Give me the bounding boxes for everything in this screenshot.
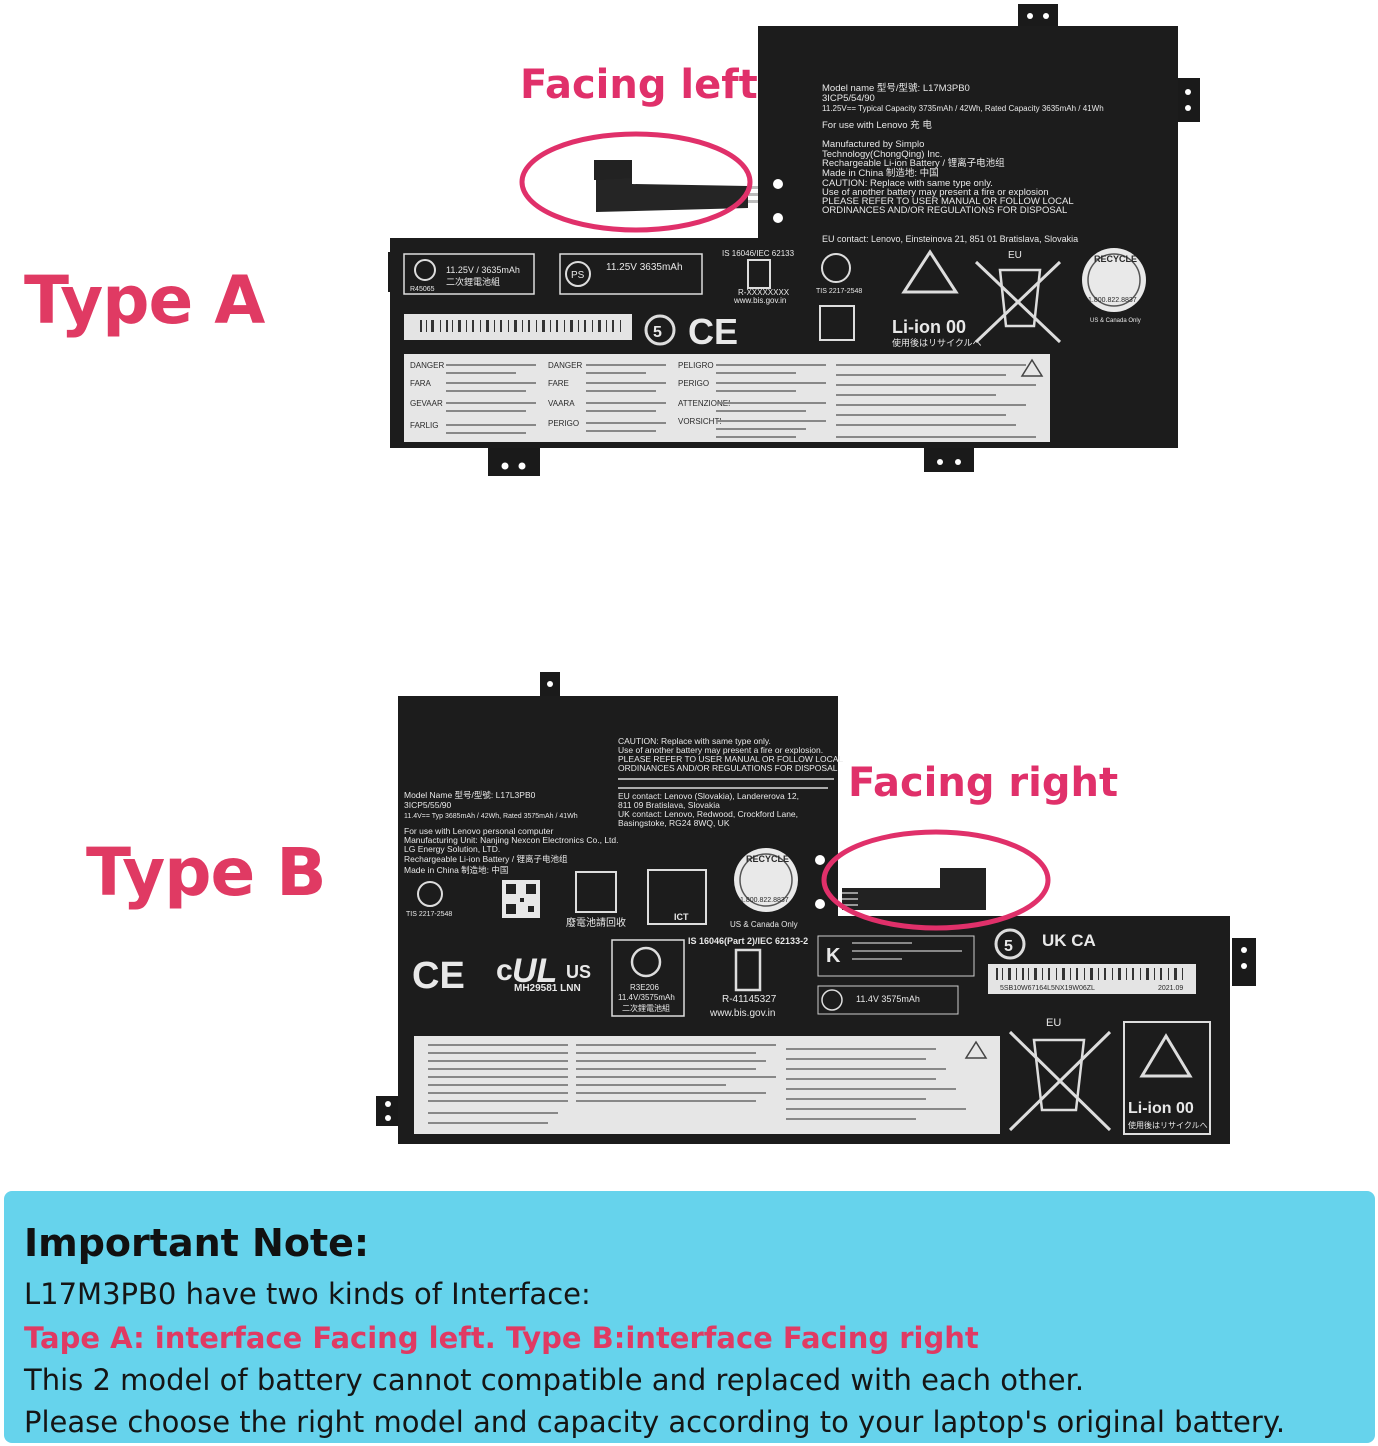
battery-a-recycle-jp: 使用後はリサイクルへ: [892, 337, 982, 348]
battery-b-r: R-41145327: [722, 994, 777, 1005]
battery-b-eu2: 811 09 Bratislava, Slovakia: [618, 800, 720, 810]
battery-a-danger-fr: DANGER: [548, 361, 582, 370]
note-line-2: Tape A: interface Facing left. Type B:in…: [24, 1321, 979, 1355]
facing-left-label: Facing left: [520, 62, 758, 108]
battery-b-eu: EU contact: Lenovo (Slovakia), Landerero…: [618, 791, 799, 801]
battery-b-recycle-seal: RECYCLE: [746, 854, 789, 864]
battery-b-is: IS 16046(Part 2)/IEC 62133-2: [688, 936, 808, 946]
battery-a-r: R-XXXXXXXX: [738, 288, 790, 297]
svg-text:US: US: [566, 962, 591, 982]
battery-a-danger: DANGER: [410, 361, 444, 370]
battery-b-ict: ICT: [674, 912, 689, 922]
battery-b-caution2: Use of another battery may present a fir…: [618, 745, 823, 755]
battery-a-badge1c: R45065: [410, 286, 435, 293]
battery-a-spec: 11.25V== Typical Capacity 3735mAh / 42Wh…: [822, 104, 1104, 113]
battery-b-caution: CAUTION: Replace with same type only.: [618, 736, 771, 746]
battery-b-ul: MH29581 LNN: [514, 983, 581, 994]
battery-a-vorsicht: VORSICHT!: [678, 417, 722, 426]
battery-b-li-ion: Li-ion 00: [1128, 1100, 1194, 1117]
battery-b-eu-mark: EU: [1046, 1017, 1061, 1029]
battery-a-maker: Manufactured by Simplo: [822, 139, 924, 150]
battery-b-made: Made in China 制造地: 中国: [404, 865, 508, 875]
note-line-3: This 2 model of battery cannot compatibl…: [24, 1363, 1085, 1397]
battery-a-made: Made in China 制造地: 中国: [822, 167, 939, 179]
battery-b-recycle-jp: 使用後はリサイクルへ: [1128, 1120, 1208, 1130]
battery-b-barcode-text: 5SB10W67164L5NX19W06ZL: [1000, 985, 1095, 992]
battery-a-perigo: PERIGO: [678, 379, 709, 388]
battery-b-caution3: PLEASE REFER TO USER MANUAL OR FOLLOW LO…: [618, 754, 843, 764]
battery-b-r3e3: 二次鋰電池組: [622, 1003, 670, 1013]
battery-a-recycle-seal: RECYCLE: [1094, 254, 1137, 264]
battery-a-cell: 3ICP5/54/90: [822, 93, 875, 104]
svg-text:PS: PS: [571, 270, 585, 281]
battery-a-bis: www.bis.gov.in: [733, 296, 786, 305]
battery-b-uk: UK contact: Lenovo, Redwood, Crockford L…: [618, 809, 798, 819]
battery-a-recycle-num: 1.800.822.8837: [1088, 297, 1137, 304]
battery-a-use: For use with Lenovo 充 电: [822, 119, 932, 131]
svg-text:CE: CE: [688, 311, 738, 352]
svg-text:K: K: [826, 945, 841, 967]
battery-a-peligro: PELIGRO: [678, 361, 714, 370]
battery-a-attenzione: ATTENZIONE!: [678, 399, 730, 408]
facing-right-label: Facing right: [848, 760, 1119, 806]
battery-b-rech: Rechargeable Li-ion Battery / 锂离子电池组: [404, 854, 568, 864]
battery-b-us-canada: US & Canada Only: [730, 920, 798, 929]
note-title: Important Note:: [24, 1221, 370, 1265]
battery-b-bis: www.bis.gov.in: [709, 1008, 775, 1019]
battery-b-cell: 3ICP5/55/90: [404, 800, 452, 810]
battery-b-recycle-num: 1.800.822.8837: [740, 897, 789, 904]
battery-a-eu-mark: EU: [1008, 250, 1022, 261]
battery-a-caution2: Use of another battery may present a fir…: [822, 187, 1049, 198]
svg-text:5: 5: [1004, 938, 1013, 955]
battery-a-fara: FARA: [410, 379, 432, 388]
svg-text:c: c: [496, 954, 513, 987]
battery-b-uk2: Basingstoke, RG24 8WQ, UK: [618, 818, 730, 828]
battery-a-tis: TIS 2217-2548: [816, 288, 862, 295]
battery-b-maker: Manufacturing Unit: Nanjing Nexcon Elect…: [404, 835, 619, 845]
note-line-4: Please choose the right model and capaci…: [24, 1405, 1286, 1439]
battery-a-is: IS 16046/IEC 62133: [722, 249, 795, 258]
battery-a-rech: Rechargeable Li-ion Battery / 锂离子电池组: [822, 157, 1005, 169]
battery-b-ps: 11.4V 3575mAh: [856, 994, 920, 1004]
battery-b-spec: 11.4V== Typ 3685mAh / 42Wh, Rated 3575mA…: [404, 813, 578, 820]
battery-a-li-ion: Li-ion 00: [892, 317, 966, 337]
svg-text:CE: CE: [412, 955, 465, 997]
battery-b-ukca: UK CA: [1042, 931, 1096, 950]
important-note-box: Important Note: L17M3PB0 have two kinds …: [4, 1191, 1375, 1443]
type-a-label: Type A: [24, 262, 265, 339]
battery-b-r3e2: 11.4V/3575mAh: [618, 993, 675, 1002]
battery-a-farlig: FARLIG: [410, 421, 438, 430]
battery-a-perigo-pt: PERIGO: [548, 419, 579, 428]
battery-b-model: Model Name 型号/型號: L17L3PB0: [404, 790, 536, 800]
battery-b-tis: TIS 2217-2548: [406, 911, 452, 918]
battery-b-r3e: R3E206: [630, 983, 659, 992]
battery-b-maker2: LG Energy Solution, LTD.: [404, 844, 500, 854]
battery-a-badge1b: 二次鋰電池組: [446, 276, 500, 287]
svg-text:5: 5: [653, 324, 662, 341]
battery-a-us-canada: US & Canada Only: [1090, 318, 1141, 324]
battery-a-model: Model name 型号/型號: L17M3PB0: [822, 82, 970, 94]
battery-b-recycle-cn: 廢電池請回收: [566, 916, 626, 929]
battery-b-caution4: ORDINANCES AND/OR REGULATIONS FOR DISPOS…: [618, 763, 838, 773]
battery-a-badge2: 11.25V 3635mAh: [606, 262, 683, 273]
battery-a-caution: CAUTION: Replace with same type only.: [822, 178, 993, 189]
battery-b-barcode-date: 2021.09: [1158, 985, 1183, 992]
type-b-label: Type B: [86, 834, 327, 911]
battery-a-vaara: VAARA: [548, 399, 575, 408]
battery-a-fare: FARE: [548, 379, 569, 388]
battery-a-badge1: 11.25V / 3635mAh: [446, 265, 520, 275]
battery-a-tech: Technology(ChongQing) Inc.: [822, 149, 942, 160]
battery-a-caution4: ORDINANCES AND/OR REGULATIONS FOR DISPOS…: [822, 205, 1067, 216]
battery-a-gevaar: GEVAAR: [410, 399, 443, 408]
battery-b-use: For use with Lenovo personal computer: [404, 826, 553, 836]
battery-a-eu: EU contact: Lenovo, Einsteinova 21, 851 …: [822, 234, 1078, 244]
note-line-1: L17M3PB0 have two kinds of Interface:: [24, 1277, 591, 1311]
battery-a-caution3: PLEASE REFER TO USER MANUAL OR FOLLOW LO…: [822, 196, 1074, 207]
svg-text:UL: UL: [512, 952, 557, 990]
